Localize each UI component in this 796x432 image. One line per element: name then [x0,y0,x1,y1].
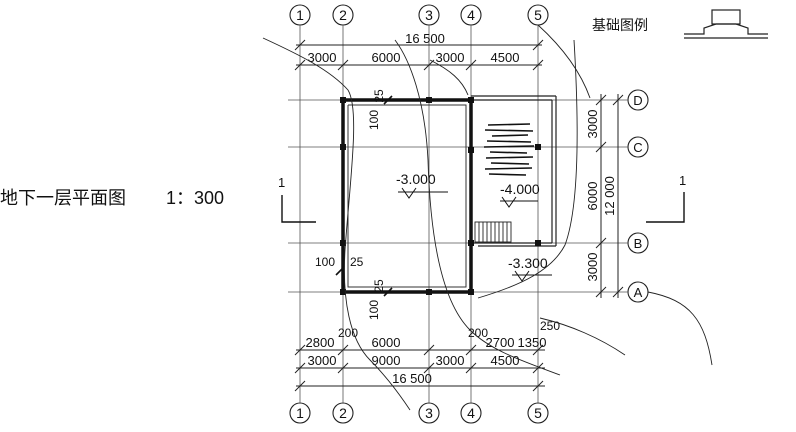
svg-text:A: A [634,285,643,300]
drawing-title: 地下一层平面图 [0,188,126,209]
svg-text:1: 1 [296,7,304,23]
foundation-legend-symbol [684,9,768,39]
elevation-main-symbol [398,187,448,199]
axis-4-bottom: 4 [460,402,482,424]
bottom-row2-dim-4: 4500 [491,353,520,368]
top-dim-segment-2: 6000 [372,50,401,65]
svg-text:4: 4 [467,7,475,23]
axis-1-top: 1 [289,4,311,26]
bottom-small-dim-1: 200 [338,326,358,340]
elevation-lower-symbol [512,270,552,282]
svg-text:B: B [634,236,643,251]
top-dimension-lines [294,39,544,71]
section-mark-left-label: 1 [278,175,285,190]
top-dim-segment-1: 3000 [308,50,337,65]
bottom-row1-dim-4: 1350 [518,335,547,350]
right-dimension-lines [595,94,624,298]
bottom-dimension-lines [294,344,545,392]
bottom-small-dim-3: 250 [540,319,560,333]
svg-text:2: 2 [339,405,347,421]
svg-text:C: C [633,140,642,155]
bottom-row1-dim-3: 2700 [486,335,515,350]
right-dim-segment-1: 3000 [585,110,600,139]
axis-2-bottom: 2 [332,402,354,424]
bottom-total-dimension: 16 500 [392,371,432,386]
bottom-row2-dim-2: 9000 [372,353,401,368]
svg-text:D: D [633,93,642,108]
bottom-small-dim-2: 200 [468,326,488,340]
wall-dim-left-100: 100 [315,255,335,269]
drawing-scale: 1：300 [166,188,224,208]
section-mark-right [646,192,685,223]
wall-dim-bottom-25: 25 [372,279,386,293]
bottom-row1-dim-2: 6000 [372,335,401,350]
legend-label: 基础图例 [592,17,648,34]
axis-2-top: 2 [332,4,354,26]
axis-3-top: 3 [418,4,440,26]
inner-wall-lines [347,104,467,288]
wall-dim-bottom-100: 100 [367,300,381,320]
elevation-stair-symbol [500,196,538,208]
columns [340,97,541,295]
axis-D: D [627,89,649,111]
axis-C: C [627,136,649,158]
bottom-row1-dim-1: 2800 [306,335,335,350]
axis-1-bottom: 1 [289,402,311,424]
svg-text:1: 1 [296,405,304,421]
axis-B: B [627,232,649,254]
wall-dim-left-25: 25 [350,255,364,269]
right-dim-segment-2: 3000 [585,253,600,282]
lower-stair [474,221,512,243]
elevation-main: -3.000 [396,171,436,187]
axis-A: A [627,281,649,303]
svg-text:3: 3 [425,7,433,23]
top-dim-segment-3: 3000 [436,50,465,65]
axis-5-top: 5 [527,4,549,26]
section-mark-left [281,195,316,223]
svg-text:3: 3 [425,405,433,421]
right-wing-walls [471,95,557,247]
bottom-row2-dim-3: 3000 [436,353,465,368]
section-mark-right-label: 1 [679,173,686,188]
axis-4-top: 4 [460,4,482,26]
wall-dim-top-25: 25 [372,89,386,103]
axis-3-bottom: 3 [418,402,440,424]
right-inner-dimension: 6000 [585,182,600,211]
stair-strokes [483,123,535,176]
elevation-lower: -3.300 [508,255,548,271]
svg-text:5: 5 [534,7,542,23]
top-total-dimension: 16 500 [405,31,445,46]
elevation-stair: -4.000 [500,181,540,197]
bottom-row2-dim-1: 3000 [308,353,337,368]
svg-text:5: 5 [534,405,542,421]
wall-dim-top-100: 100 [367,110,381,130]
svg-text:4: 4 [467,405,475,421]
svg-text:2: 2 [339,7,347,23]
wall-dim-ticks [335,95,393,297]
top-dim-segment-4: 4500 [491,50,520,65]
excavation-curves [262,24,713,411]
axis-5-bottom: 5 [527,402,549,424]
right-total-dimension: 12 000 [602,176,617,216]
